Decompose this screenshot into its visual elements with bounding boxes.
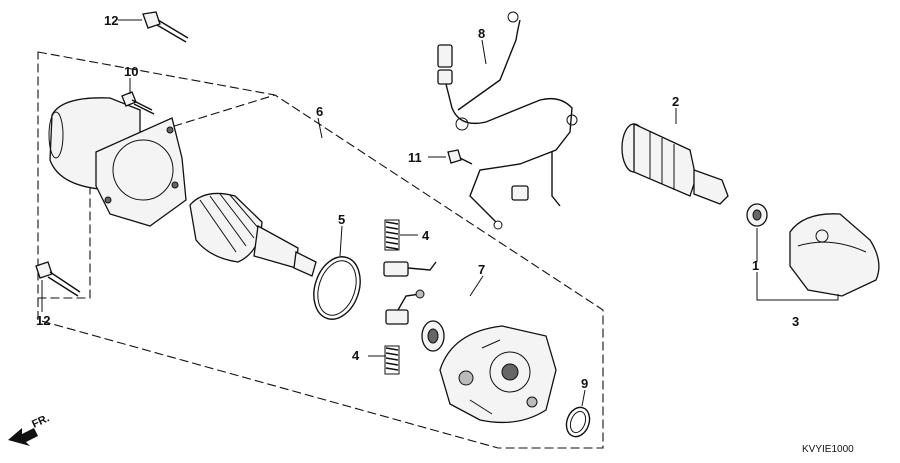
callout-7: 7	[478, 262, 485, 277]
callout-10: 11	[408, 150, 422, 165]
front-arrow-icon: FR.	[8, 412, 51, 446]
callout-12-bottom: 12	[36, 313, 50, 328]
callout-6: 6	[316, 104, 323, 119]
motor-housing	[48, 97, 187, 227]
front-marker: FR.	[30, 412, 51, 430]
o-ring	[313, 256, 361, 320]
starter-drive	[621, 122, 729, 205]
bush	[746, 203, 768, 227]
leader-lines	[41, 19, 839, 407]
callout-4-top: 4	[422, 228, 430, 243]
bolt-11	[121, 91, 155, 115]
callout-12-top: 12	[104, 13, 118, 28]
rear-cover	[439, 325, 557, 424]
wire-harness	[437, 11, 578, 230]
front-cover	[789, 213, 880, 297]
callout-8: 8	[478, 26, 485, 41]
bolt-10	[447, 149, 473, 165]
callout-11: 10	[124, 64, 138, 79]
drawing-code: KVYIE1000	[802, 444, 854, 455]
armature	[189, 192, 317, 277]
bearing	[421, 320, 445, 352]
bolt-12-bottom	[35, 261, 81, 297]
brush-spring-bottom	[384, 345, 400, 375]
gasket	[565, 406, 591, 438]
brush-spring-top	[384, 219, 400, 251]
callout-3: 3	[792, 314, 799, 329]
callout-1: 1	[752, 258, 759, 273]
callout-4-bottom: 4	[352, 348, 360, 363]
callout-5: 5	[338, 212, 345, 227]
assembly-outline	[37, 51, 604, 449]
brush-set	[383, 261, 437, 325]
callout-9: 9	[581, 376, 588, 391]
bolt-12-top	[142, 11, 189, 43]
callout-2: 2	[672, 94, 679, 109]
